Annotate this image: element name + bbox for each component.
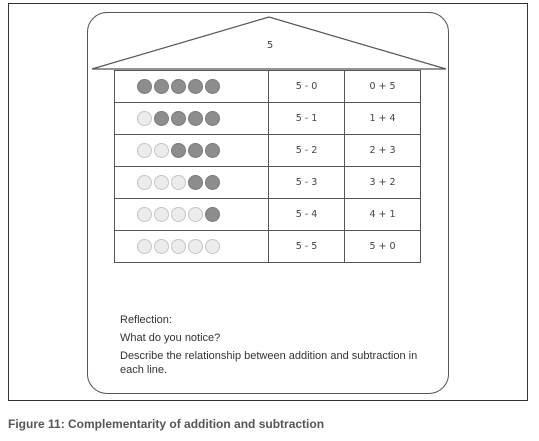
- counter-dot-empty: [137, 239, 152, 254]
- subtraction-fact: 5 - 4: [268, 198, 345, 231]
- counter-dot-empty: [137, 207, 152, 222]
- roof-number: 5: [266, 40, 274, 51]
- counter-dot-empty: [205, 239, 220, 254]
- reflection-heading: Reflection:: [120, 314, 172, 326]
- counter-dot-empty: [137, 175, 152, 190]
- counter-dots-cell: [114, 230, 269, 263]
- counter-dot-filled: [188, 79, 203, 94]
- counter-dot-filled: [205, 207, 220, 222]
- reflection-section: Reflection: What do you notice? Describe…: [120, 313, 420, 381]
- counter-dot-filled: [171, 79, 186, 94]
- counter-dot-filled: [205, 143, 220, 158]
- figure-caption: Figure 11: Complementarity of addition a…: [8, 417, 325, 431]
- addition-fact: 0 + 5: [344, 70, 421, 103]
- number-house: [87, 12, 449, 394]
- subtraction-fact: 5 - 3: [268, 166, 345, 199]
- subtraction-fact: 5 - 5: [268, 230, 345, 263]
- subtraction-fact: 5 - 0: [268, 70, 345, 103]
- figure-frame: [8, 3, 528, 401]
- counter-dot-filled: [171, 111, 186, 126]
- counter-dots-cell: [114, 134, 269, 167]
- counter-dot-empty: [154, 175, 169, 190]
- reflection-prompt: Describe the relationship between additi…: [120, 350, 418, 376]
- counter-dot-filled: [154, 79, 169, 94]
- counter-dots-cell: [114, 70, 269, 103]
- counter-dot-empty: [188, 239, 203, 254]
- counter-dots-cell: [114, 166, 269, 199]
- counter-dot-empty: [188, 207, 203, 222]
- addition-fact: 5 + 0: [344, 230, 421, 263]
- counter-dot-empty: [154, 143, 169, 158]
- counter-dot-filled: [205, 175, 220, 190]
- counter-dot-empty: [137, 143, 152, 158]
- addition-fact: 3 + 2: [344, 166, 421, 199]
- counter-dot-empty: [171, 175, 186, 190]
- counter-dot-filled: [188, 143, 203, 158]
- subtraction-fact: 5 - 1: [268, 102, 345, 135]
- counter-dot-empty: [154, 207, 169, 222]
- counter-dot-empty: [171, 239, 186, 254]
- counter-dot-empty: [154, 239, 169, 254]
- counter-dot-filled: [188, 111, 203, 126]
- counter-dot-filled: [188, 175, 203, 190]
- counter-dot-filled: [205, 79, 220, 94]
- counter-dot-filled: [171, 143, 186, 158]
- subtraction-fact: 5 - 2: [268, 134, 345, 167]
- counter-dots-cell: [114, 198, 269, 231]
- counter-dot-filled: [154, 111, 169, 126]
- addition-fact: 4 + 1: [344, 198, 421, 231]
- counter-dot-filled: [205, 111, 220, 126]
- counter-dots-cell: [114, 102, 269, 135]
- addition-fact: 2 + 3: [344, 134, 421, 167]
- counter-dot-filled: [137, 79, 152, 94]
- addition-fact: 1 + 4: [344, 102, 421, 135]
- counter-dot-empty: [171, 207, 186, 222]
- reflection-question: What do you notice?: [120, 332, 221, 344]
- counter-dot-empty: [137, 111, 152, 126]
